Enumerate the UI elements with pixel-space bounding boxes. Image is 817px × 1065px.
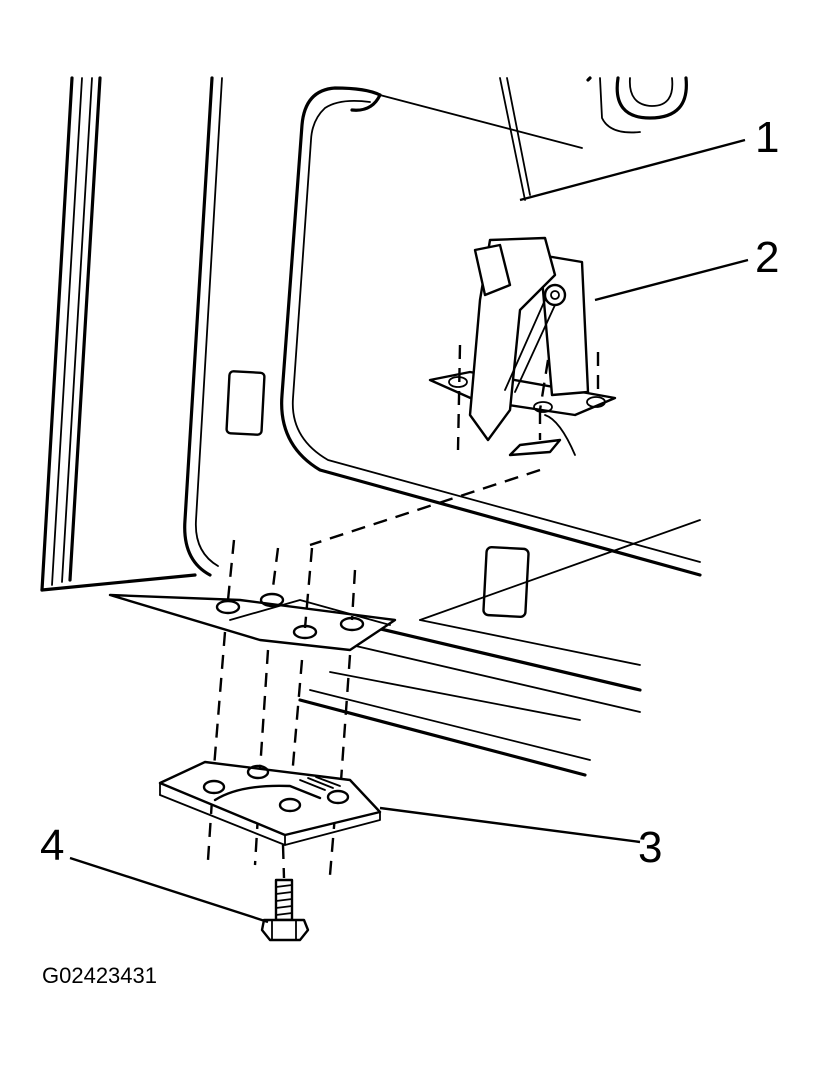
callout-3: 3 [638, 823, 662, 872]
plate-hole [326, 789, 350, 805]
door-latch [428, 236, 617, 457]
bracket-hole [215, 599, 241, 615]
plate-hole [202, 779, 226, 795]
door-inner-panel [280, 76, 702, 577]
access-hole [225, 370, 266, 436]
callout-4: 4 [40, 821, 64, 870]
callout-2: 2 [755, 233, 779, 282]
bolt [260, 844, 310, 942]
alignment-lines [206, 344, 600, 876]
callout-leaders [69, 138, 749, 924]
reinforcement-plate [158, 760, 382, 846]
plate-hole [246, 764, 270, 780]
callout-1: 1 [755, 113, 779, 162]
door-outer-frame [40, 76, 231, 621]
access-hole [482, 546, 530, 618]
figure-id: G02423431 [42, 963, 157, 988]
plate-hole [278, 797, 302, 813]
sill-bracket [108, 592, 397, 652]
